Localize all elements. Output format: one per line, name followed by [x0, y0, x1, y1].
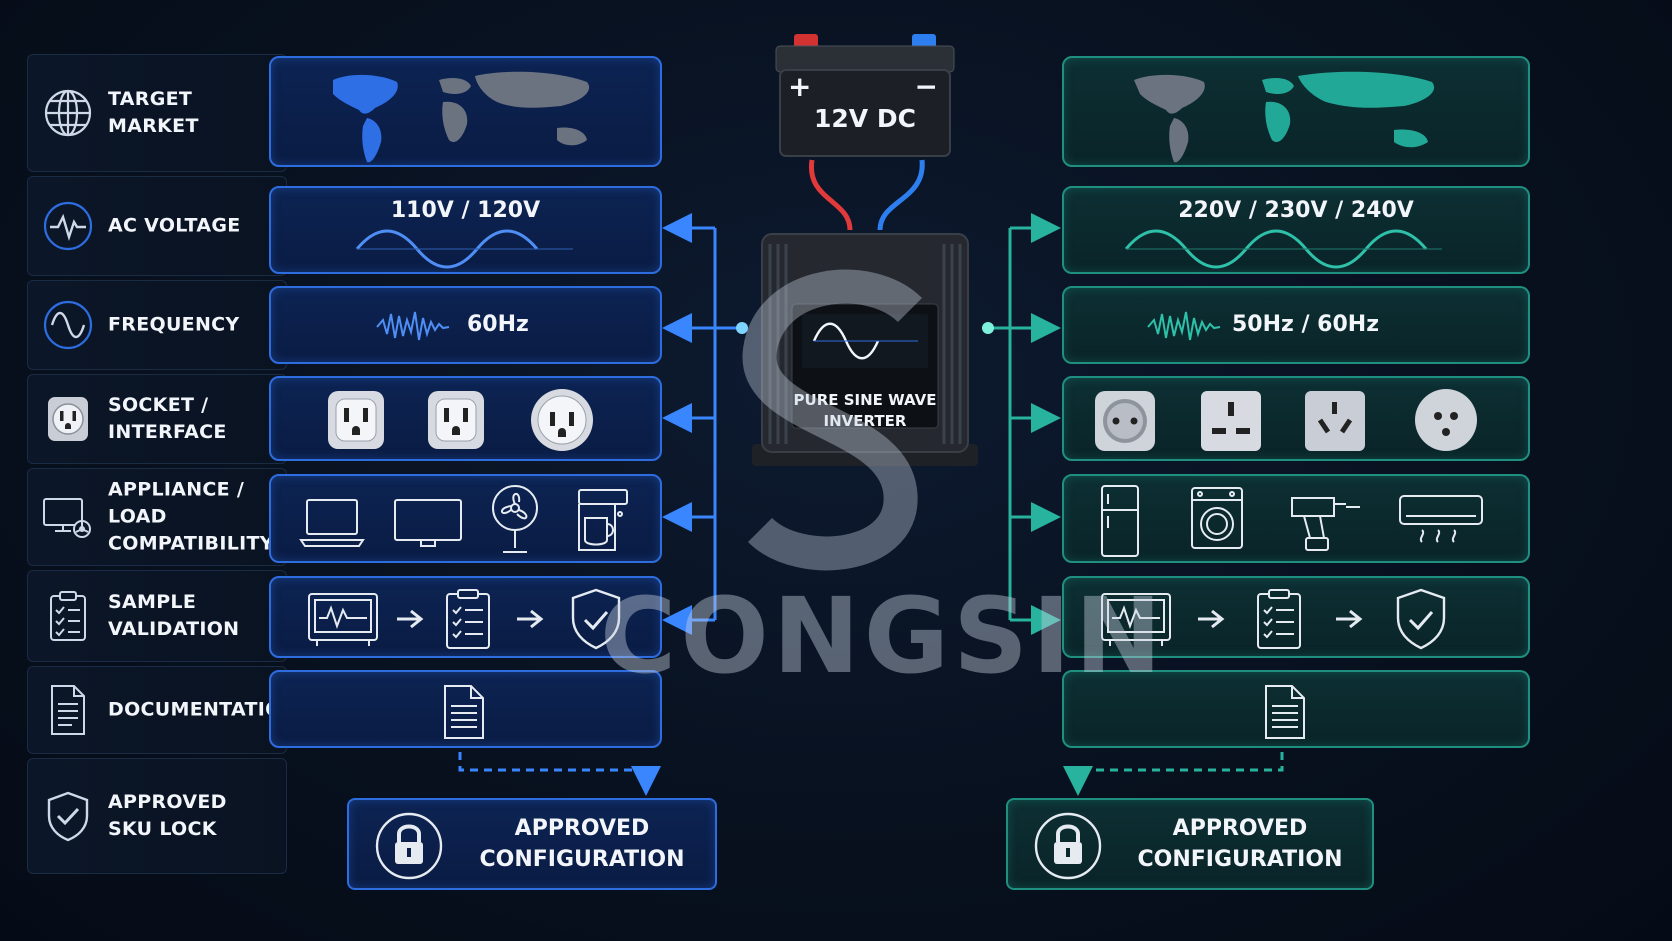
shield-check-icon [47, 791, 89, 842]
row-label: AC VOLTAGE [108, 214, 241, 237]
right-frequency-panel: 50Hz / 60Hz [1062, 286, 1530, 364]
monitor-fan-icon [43, 498, 91, 538]
battery-body-icon [775, 34, 955, 157]
right-socket-panel [1062, 376, 1530, 461]
sine-wave-icon [43, 300, 93, 350]
washing-machine-icon [1191, 487, 1243, 549]
left-voltage-panel: 110V / 120V [269, 186, 662, 274]
document-icon [444, 685, 484, 739]
fridge-icon [1101, 485, 1139, 557]
round-socket-icon [1415, 389, 1477, 451]
left-frequency-text: 60Hz [467, 312, 529, 337]
right-freq-wave [1147, 311, 1221, 341]
row-ac-voltage: AC VOLTAGE [27, 176, 287, 276]
oscilloscope-icon [1101, 593, 1171, 646]
right-map-panel [1062, 56, 1530, 167]
globe-icon [44, 89, 92, 137]
approved-configuration-label: APPROVED CONFIGURATION [479, 816, 685, 872]
fan-icon [492, 485, 538, 553]
row-approved-sku-lock: APPROVED SKU LOCK [27, 758, 287, 874]
battery-plus: + [788, 70, 812, 103]
inverter-body-icon [752, 233, 978, 466]
us-socket-icon [428, 391, 484, 449]
left-documentation-panel [269, 670, 662, 748]
arrow-right-icon [397, 609, 424, 629]
left-map-panel [269, 56, 662, 167]
right-voltage-panel: 220V / 230V / 240V [1062, 186, 1530, 274]
coffee-maker-icon [578, 489, 628, 551]
inverter: PURE SINE WAVE INVERTER [752, 233, 978, 470]
row-label: APPLIANCE / LOAD COMPATIBILITY [108, 478, 274, 555]
left-validation-panel [269, 576, 662, 658]
left-appliance-panel [269, 474, 662, 563]
air-conditioner-icon [1399, 495, 1483, 543]
row-appliance-load: APPLIANCE / LOAD COMPATIBILITY [27, 468, 287, 566]
row-label: APPROVED SKU LOCK [108, 791, 227, 840]
shield-check-icon [1396, 588, 1446, 650]
row-label: SOCKET / INTERFACE [108, 394, 227, 443]
row-target-market: TARGET MARKET [27, 54, 287, 172]
left-freq-wave [376, 311, 450, 341]
row-label: TARGET MARKET [108, 88, 199, 137]
right-validation-panel [1062, 576, 1530, 658]
row-frequency: FREQUENCY [27, 280, 287, 370]
row-label: SAMPLE VALIDATION [108, 591, 240, 640]
right-ac-wave [1124, 229, 1442, 269]
arrow-right-icon [1198, 609, 1225, 629]
lock-icon [375, 812, 443, 880]
row-documentation: DOCUMENTATION [27, 666, 297, 754]
approved-configuration-label: APPROVED CONFIGURATION [1137, 816, 1343, 872]
oscilloscope-icon [308, 593, 378, 646]
schuko-socket-icon [1095, 391, 1155, 451]
checklist-icon [446, 589, 490, 649]
laptop-icon [299, 499, 365, 547]
right-appliance-panel [1062, 474, 1530, 563]
row-label: FREQUENCY [108, 313, 240, 336]
world-map-eurasia-icon [1134, 71, 1435, 163]
ac-wave-icon [43, 201, 93, 251]
us-socket-icon [328, 391, 384, 449]
socket-icon [48, 397, 88, 441]
shield-check-icon [571, 588, 621, 650]
right-documentation-panel [1062, 670, 1530, 748]
arrow-right-icon [517, 609, 544, 629]
power-drill-icon [1291, 497, 1360, 551]
lock-icon [1034, 812, 1102, 880]
left-frequency-panel: 60Hz [269, 286, 662, 364]
left-voltage-text: 110V / 120V [390, 198, 541, 223]
arrow-right-icon [1336, 609, 1363, 629]
au-socket-icon [1305, 391, 1365, 451]
clipboard-icon [50, 591, 86, 641]
checklist-icon [1257, 589, 1301, 649]
left-ac-wave [355, 229, 573, 269]
round-socket-icon [531, 389, 593, 451]
right-frequency-text: 50Hz / 60Hz [1232, 312, 1380, 337]
row-sample-validation: SAMPLE VALIDATION [27, 570, 287, 662]
left-socket-panel [269, 376, 662, 461]
right-voltage-text: 220V / 230V / 240V [1178, 198, 1414, 223]
world-map-americas-icon [333, 71, 590, 163]
right-approved-configuration: APPROVED CONFIGURATION [1006, 798, 1374, 890]
battery-label: 12V DC [814, 104, 916, 133]
document-icon [1265, 685, 1305, 739]
tv-icon [394, 499, 462, 547]
inverter-label: PURE SINE WAVE INVERTER [793, 391, 937, 430]
battery-minus: − [914, 70, 938, 103]
document-icon [51, 685, 85, 735]
row-label: DOCUMENTATION [108, 698, 298, 721]
watermark-text: CONGSIN [600, 575, 1166, 697]
row-socket-interface: SOCKET / INTERFACE [27, 374, 287, 464]
uk-socket-icon [1201, 391, 1261, 451]
watermark-logo-icon [742, 269, 923, 571]
battery: + − 12V DC [772, 30, 958, 160]
left-approved-configuration: APPROVED CONFIGURATION [347, 798, 717, 890]
